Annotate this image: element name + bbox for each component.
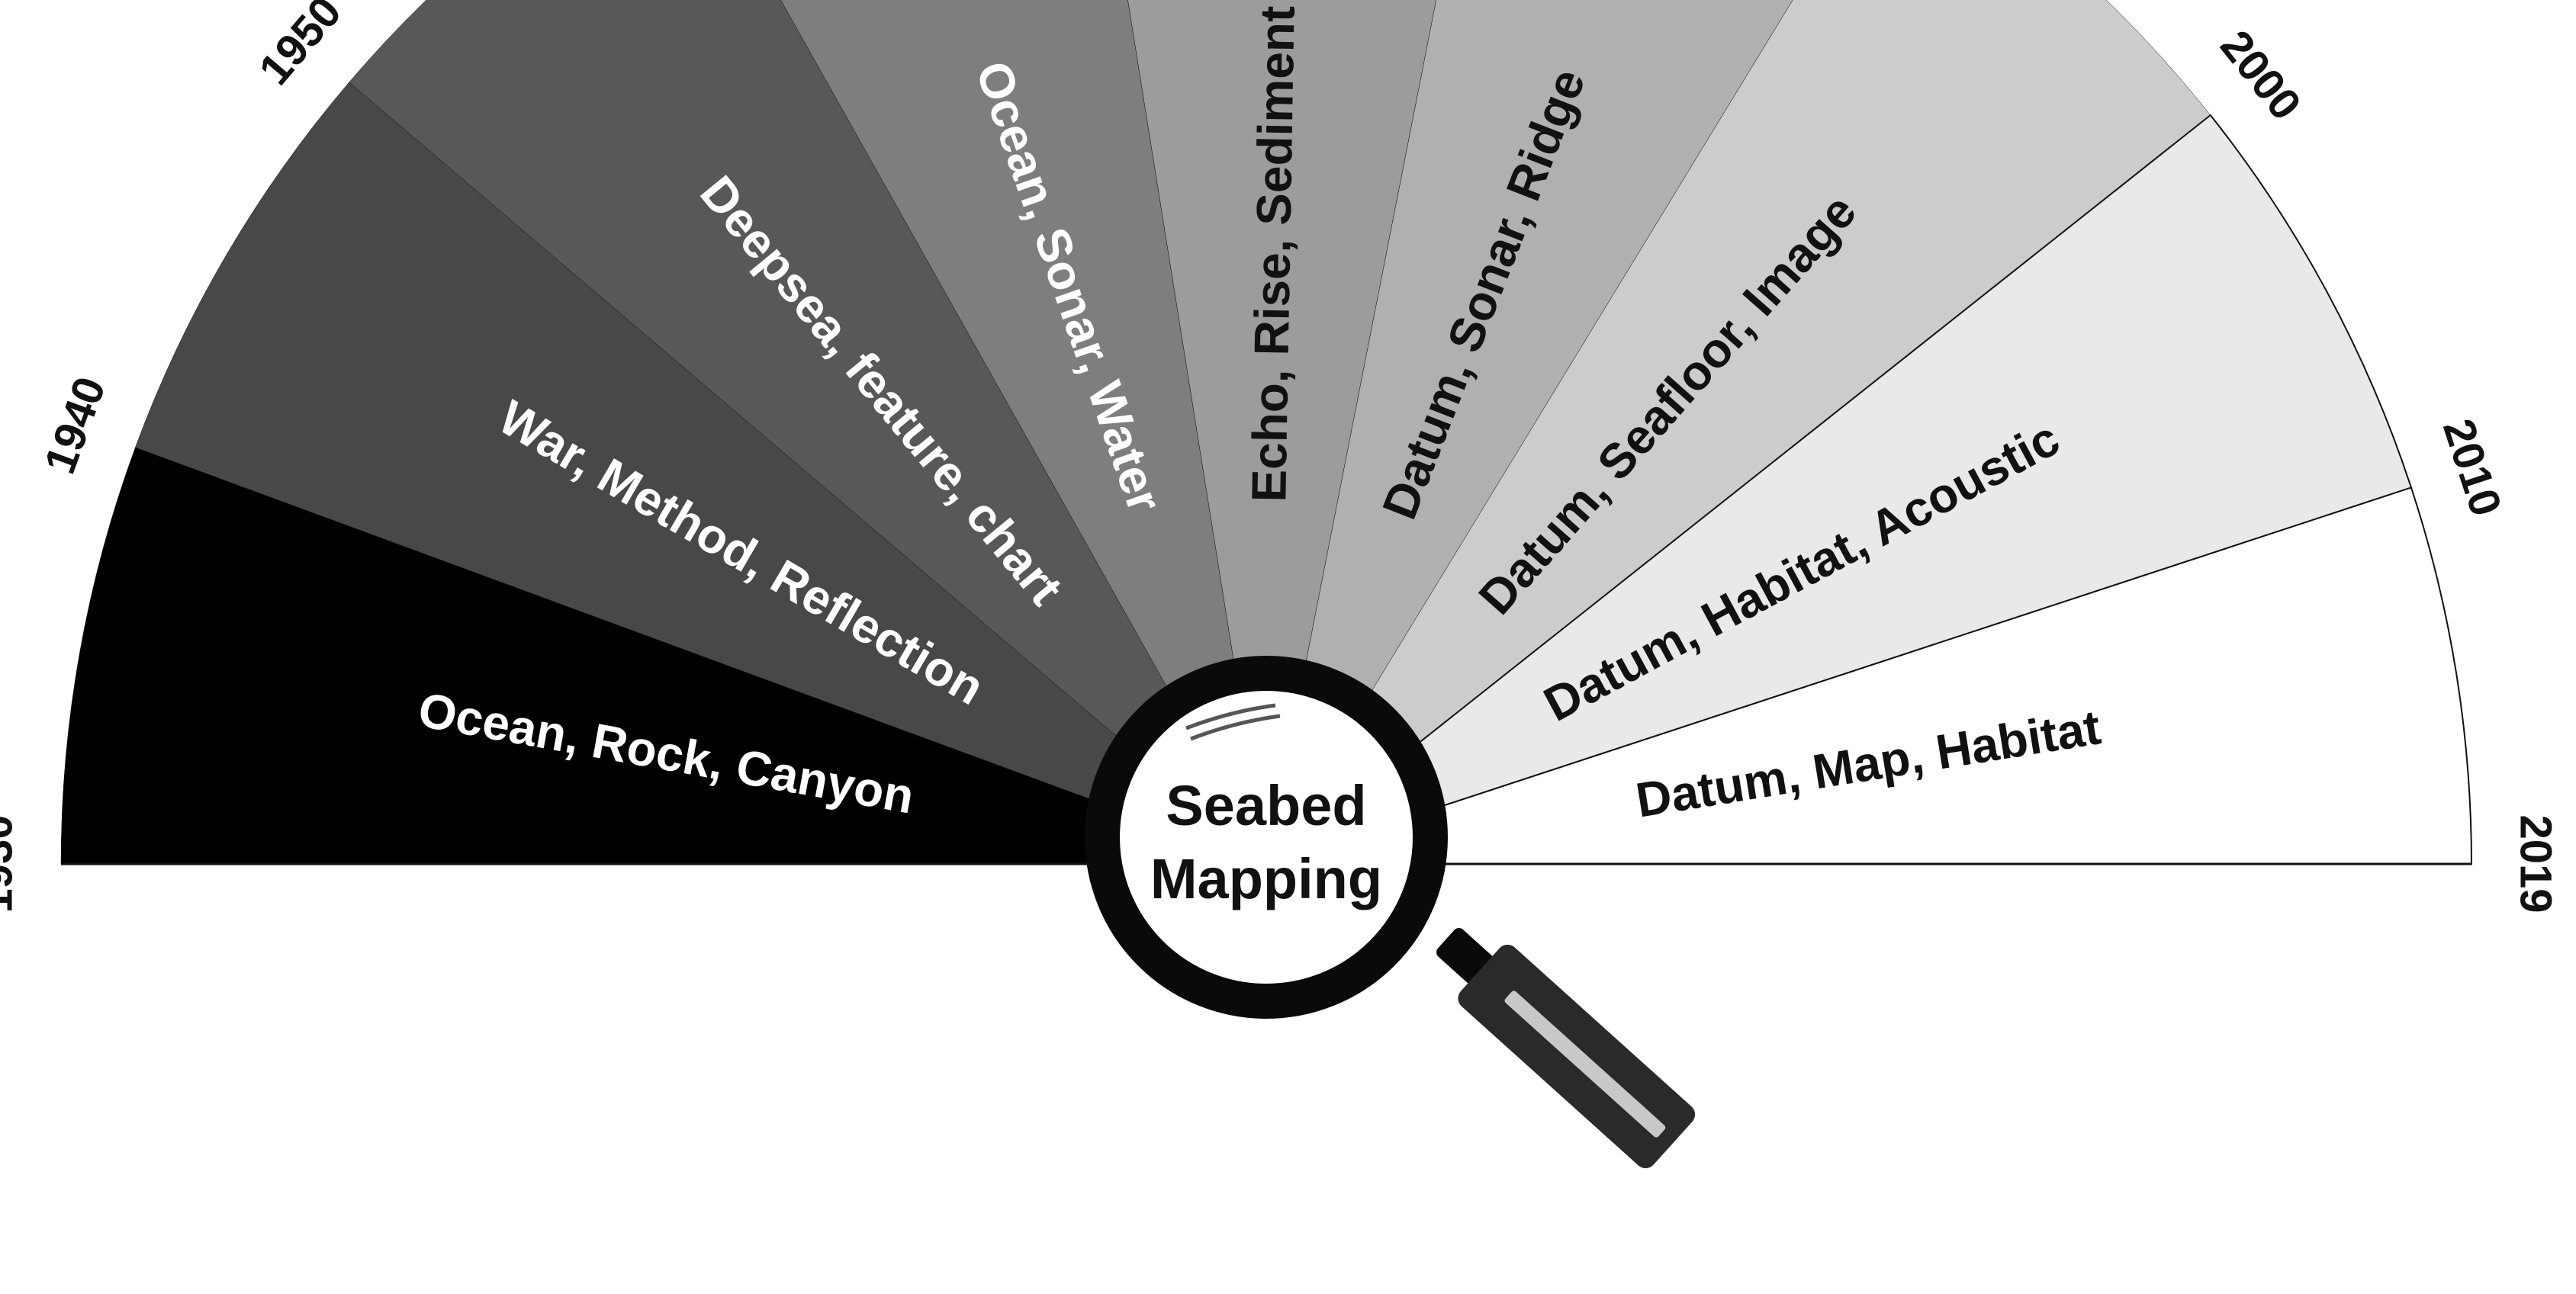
sector-1990s xyxy=(1265,0,2211,865)
year-label-2000: 2000 xyxy=(2211,21,2311,129)
year-label-1930: 1930 xyxy=(0,814,21,913)
decade-sectors xyxy=(60,0,2473,865)
sector-1940s xyxy=(135,82,1267,865)
sector-2000s xyxy=(1265,114,2413,865)
lens-glare xyxy=(1185,703,1276,730)
keywords-echo-rise-sediment: Echo, Rise, Sediment xyxy=(1241,5,1304,503)
sector-1960s xyxy=(780,0,1267,865)
sector-1980s xyxy=(1265,0,1793,865)
center-title-line-1: Seabed xyxy=(1166,774,1366,837)
year-label-2019: 2019 xyxy=(2511,814,2561,913)
magnifier-lens-rim xyxy=(1085,656,1448,1019)
center-title-line-2: Mapping xyxy=(1150,847,1382,910)
lens-glare xyxy=(1190,714,1281,741)
sector-1970s xyxy=(1127,0,1437,865)
sector-2010s xyxy=(1265,486,2473,865)
year-label-1940: 1940 xyxy=(35,371,116,480)
year-label-1950: 1950 xyxy=(249,0,351,95)
sector-1950s xyxy=(349,0,1267,865)
magnifying-glass-icon: Seabed Mapping xyxy=(1085,656,1696,1169)
magnifier-handle-highlight xyxy=(1504,991,1666,1138)
sector-1930s xyxy=(60,447,1267,865)
year-label-2010: 2010 xyxy=(2433,413,2511,522)
